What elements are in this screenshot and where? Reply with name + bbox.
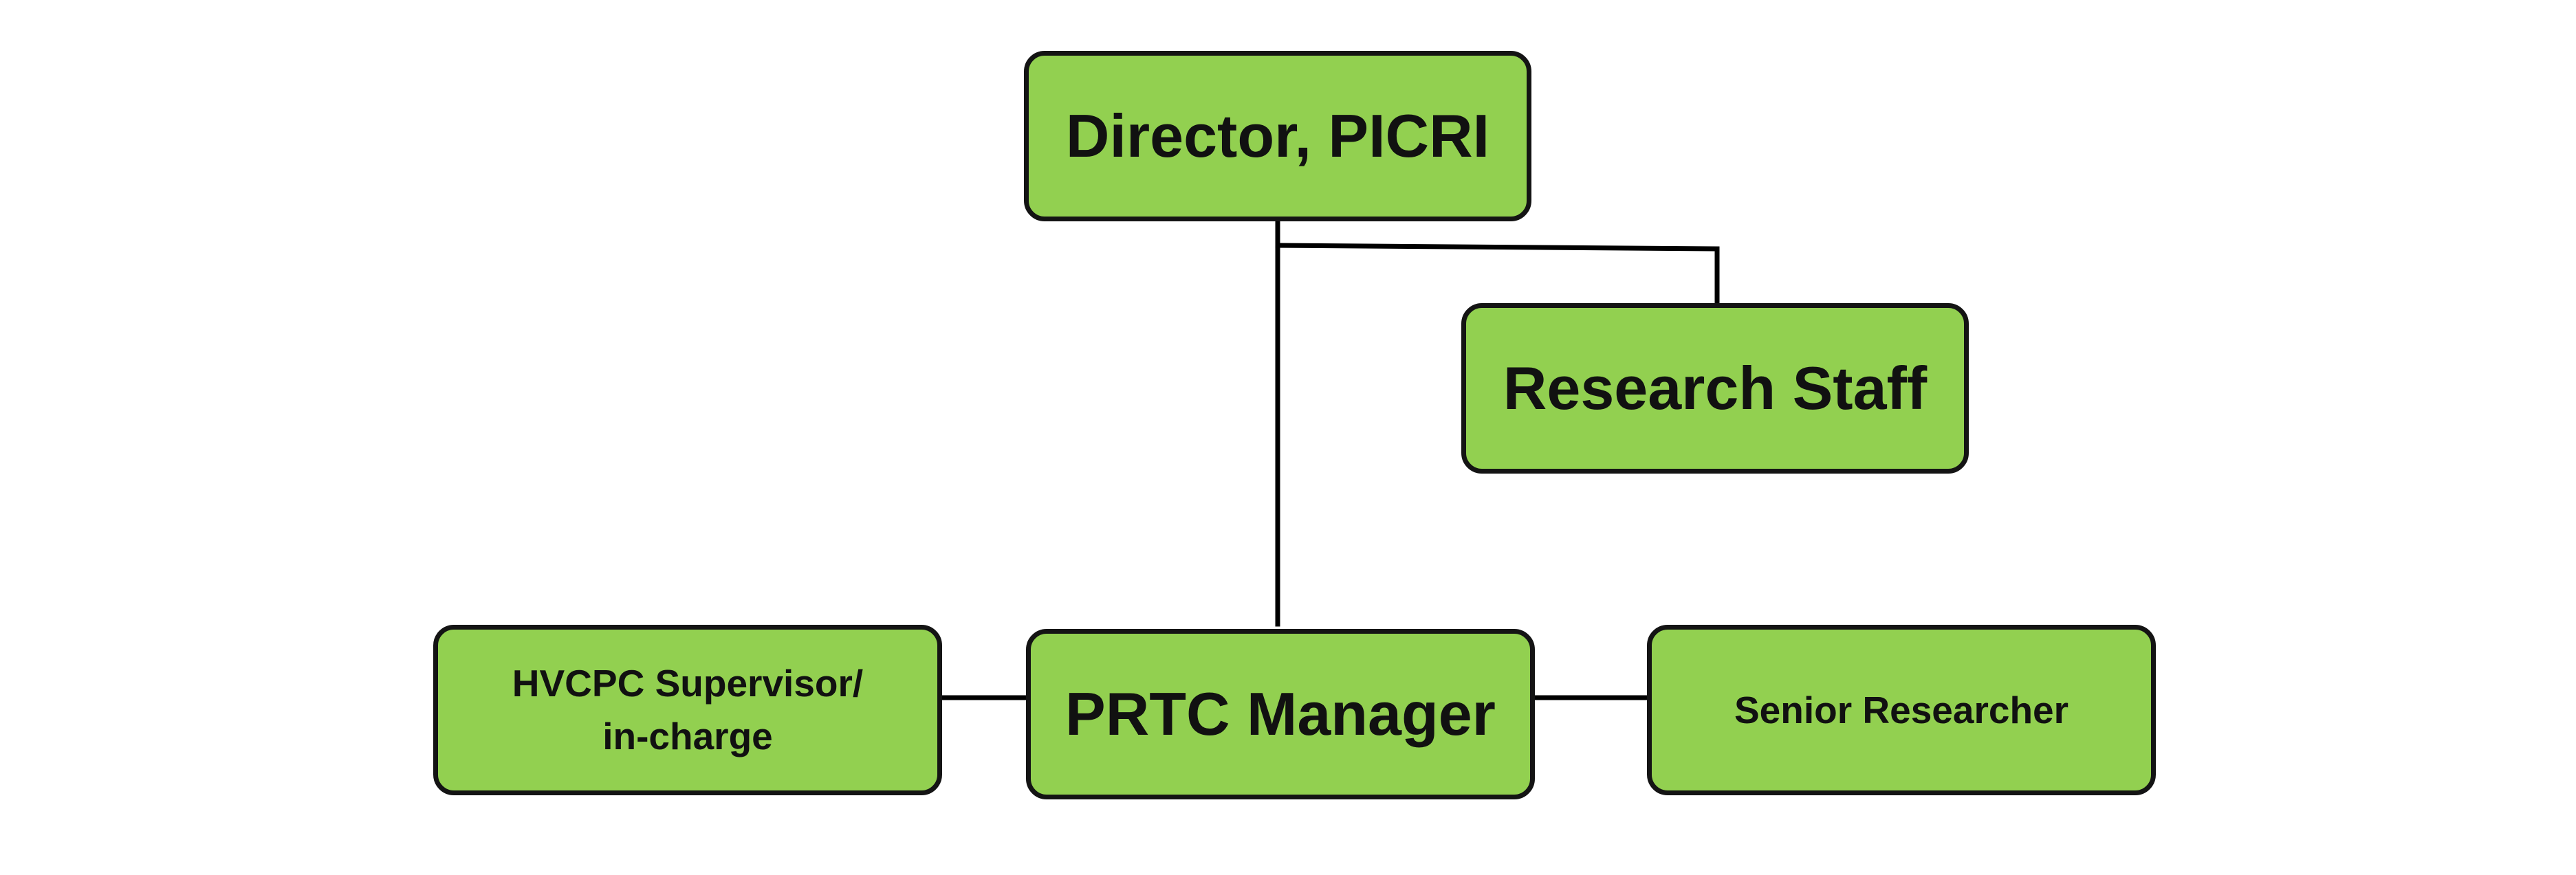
director-box: Director, PICRI bbox=[1024, 51, 1531, 221]
hvcpc-supervisor-box: HVCPC Supervisor/ in-charge bbox=[433, 625, 942, 795]
hvcpc-label-line2: in-charge bbox=[602, 715, 773, 757]
director-label: Director, PICRI bbox=[1065, 101, 1490, 170]
hvcpc-supervisor-label: HVCPC Supervisor/ in-charge bbox=[512, 657, 863, 763]
connector-director-research bbox=[1275, 243, 1720, 306]
senior-researcher-label: Senior Researcher bbox=[1734, 688, 2069, 731]
prtc-manager-label: PRTC Manager bbox=[1065, 679, 1496, 748]
research-staff-label: Research Staff bbox=[1503, 353, 1928, 422]
senior-researcher-box: Senior Researcher bbox=[1647, 625, 2156, 795]
prtc-manager-box: PRTC Manager bbox=[1026, 629, 1535, 799]
hvcpc-label-line1: HVCPC Supervisor/ bbox=[512, 662, 864, 705]
research-staff-box: Research Staff bbox=[1461, 303, 1969, 474]
